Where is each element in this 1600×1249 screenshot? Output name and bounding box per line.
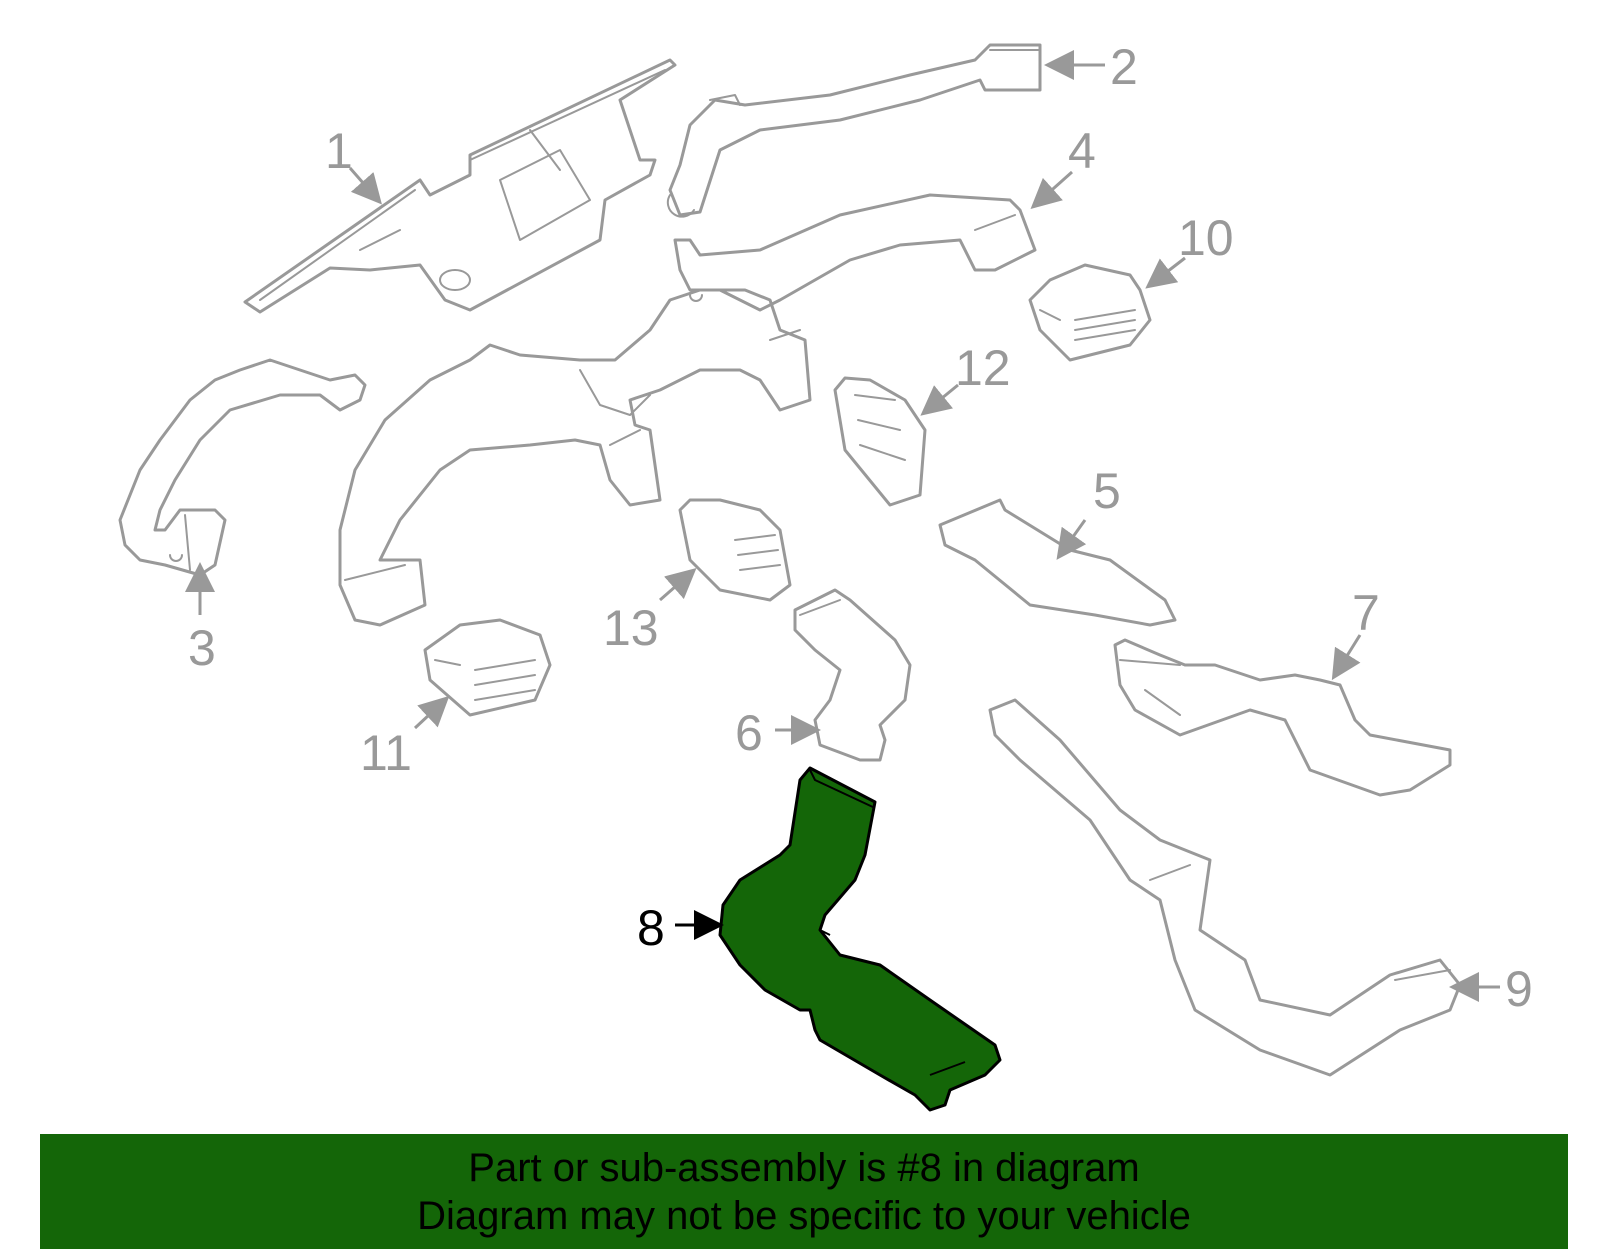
part-6-duct — [793, 588, 912, 762]
callout-1: 1 — [325, 123, 382, 205]
callout-label-10: 10 — [1178, 210, 1234, 266]
parts-diagram: 1 2 3 4 5 6 7 8 9 10 11 12 — [118, 39, 1533, 1112]
callout-label-5: 5 — [1093, 463, 1121, 519]
part-11-vent — [423, 618, 552, 717]
part-5-duct — [938, 498, 1177, 627]
part-4-duct — [673, 193, 1037, 312]
callout-label-9: 9 — [1505, 961, 1533, 1017]
callout-3: 3 — [185, 562, 216, 676]
callout-label-8: 8 — [637, 900, 665, 956]
callout-label-11: 11 — [360, 725, 412, 781]
part-13-vent — [678, 498, 792, 602]
callout-label-3: 3 — [188, 620, 216, 676]
callout-label-2: 2 — [1110, 39, 1138, 95]
callout-12: 12 — [920, 340, 1011, 416]
callout-4: 4 — [1030, 123, 1096, 209]
part-3-side-duct — [118, 358, 367, 577]
callout-13: 13 — [603, 568, 697, 656]
callout-2: 2 — [1044, 39, 1138, 95]
part-9-duct — [988, 698, 1462, 1077]
part-10-vent — [1028, 263, 1152, 362]
callout-label-7: 7 — [1352, 585, 1380, 641]
callout-11: 11 — [360, 695, 450, 781]
callout-10: 10 — [1145, 210, 1234, 289]
callout-label-4: 4 — [1068, 123, 1096, 179]
part-8-duct-highlighted — [718, 766, 1002, 1112]
callout-label-12: 12 — [955, 340, 1011, 396]
info-banner: Part or sub-assembly is #8 in diagram Di… — [40, 1134, 1568, 1249]
callout-6: 6 — [735, 705, 821, 761]
callout-label-6: 6 — [735, 705, 763, 761]
callout-label-1: 1 — [325, 123, 353, 179]
banner-line-2: Diagram may not be specific to your vehi… — [417, 1193, 1191, 1238]
part-7-duct — [1113, 638, 1452, 797]
banner-line-1: Part or sub-assembly is #8 in diagram — [468, 1145, 1140, 1190]
part-center-duct — [338, 288, 812, 627]
callout-label-13: 13 — [603, 600, 659, 656]
callout-5: 5 — [1056, 463, 1121, 560]
part-1-defroster-nozzle — [243, 58, 677, 314]
part-2-duct — [666, 43, 1042, 218]
callout-9: 9 — [1449, 961, 1533, 1017]
part-12-vent — [833, 376, 927, 507]
callout-7: 7 — [1331, 585, 1380, 681]
callout-8: 8 — [637, 900, 724, 956]
